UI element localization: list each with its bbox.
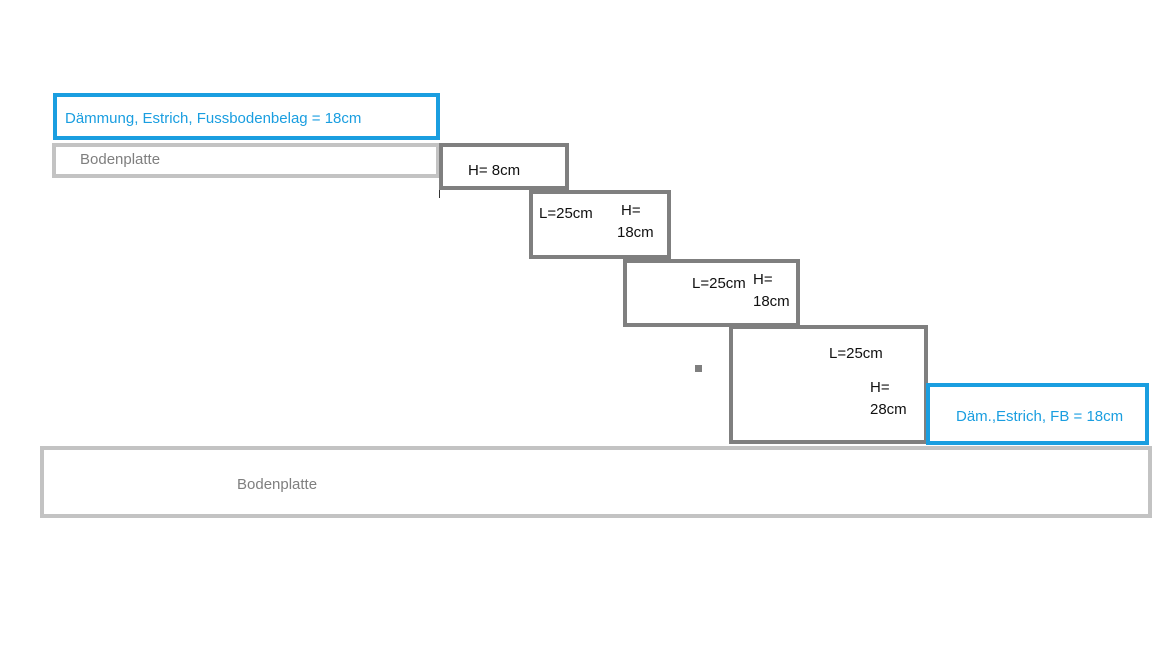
step-1-box xyxy=(439,143,569,190)
upper-slab-label: Bodenplatte xyxy=(80,151,161,168)
step-2-height-line2: 18cm xyxy=(617,224,654,241)
step-2-box xyxy=(529,190,671,259)
lower-insulation-label: Däm.,Estrich, FB = 18cm xyxy=(956,408,1124,425)
step-2-length: L=25cm xyxy=(539,205,593,222)
upper-insulation-box xyxy=(53,93,440,140)
lower-insulation-box xyxy=(926,383,1149,445)
stray-dot xyxy=(695,365,702,372)
step-3-box xyxy=(623,259,800,327)
step-1-height: H= 8cm xyxy=(468,162,521,179)
step-3-height-line2: 18cm xyxy=(753,293,790,310)
step-2-height-line1: H= xyxy=(621,202,641,219)
step-4-height-line1: H= xyxy=(870,379,890,396)
step-4-height-line2: 28cm xyxy=(870,401,907,418)
upper-slab-box xyxy=(52,143,440,178)
step-3-height-line1: H= xyxy=(753,271,773,288)
lower-slab-label: Bodenplatte xyxy=(237,476,318,493)
lower-slab-box xyxy=(40,446,1152,518)
edge-tick xyxy=(439,188,440,198)
step-4-length: L=25cm xyxy=(829,345,883,362)
step-3-length: L=25cm xyxy=(692,275,746,292)
upper-insulation-label: Dämmung, Estrich, Fussbodenbelag = 18cm xyxy=(65,110,362,127)
